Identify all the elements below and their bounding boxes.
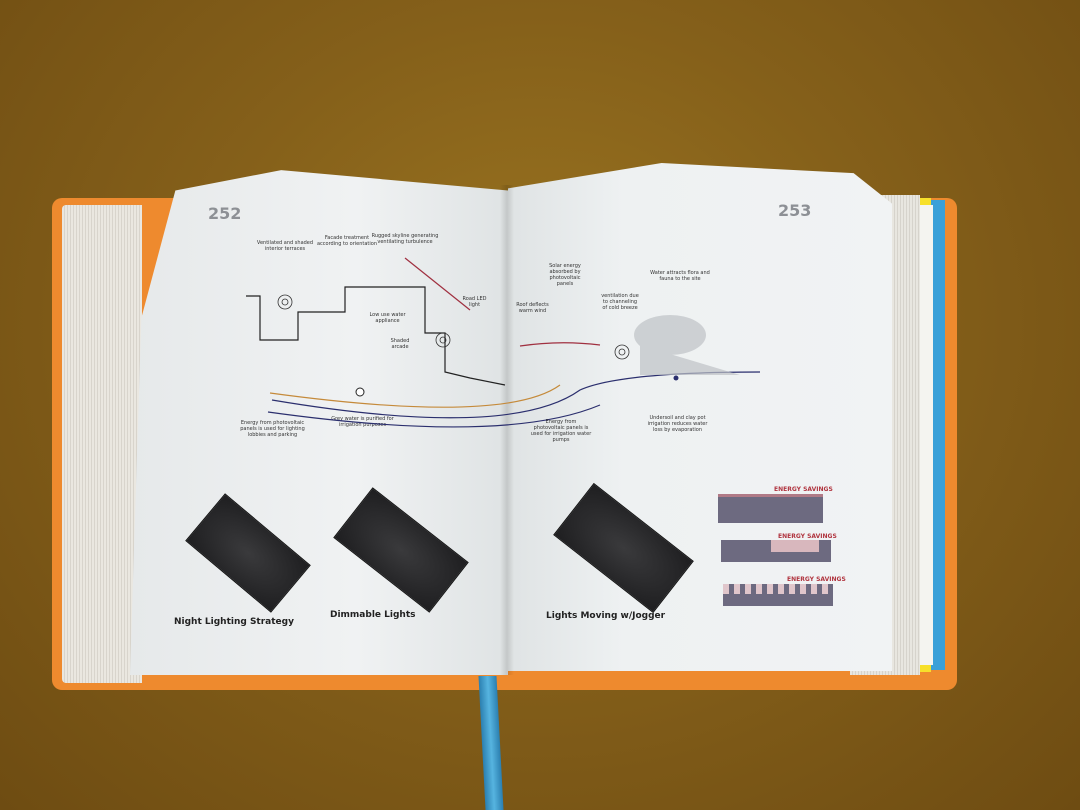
- annotation: Solar energy absorbed by photovoltaic pa…: [549, 263, 581, 287]
- building-outline: [246, 286, 506, 386]
- energy-chart-1: [718, 494, 823, 523]
- annotation: Roof deflects warm wind: [516, 302, 549, 314]
- book-gutter: [500, 185, 514, 675]
- energy-line: [269, 384, 561, 408]
- annotation: Ventilated and shaded interior terraces: [256, 240, 314, 252]
- annotation: Low use water appliance: [369, 312, 406, 324]
- trees: [634, 315, 706, 355]
- annotation: Energy from photovoltaic panels is used …: [530, 419, 592, 443]
- page-number-left: 252: [208, 204, 242, 223]
- annotation: Water attracts flora and fauna to the si…: [650, 270, 710, 282]
- caption: Dimmable Lights: [330, 610, 416, 620]
- annotation: Rugged skyline generating ventilating tu…: [371, 233, 439, 245]
- left-page-stack: [62, 205, 142, 683]
- chart-label: ENERGY SAVINGS: [787, 576, 846, 583]
- annotation: Road LED light: [462, 296, 487, 308]
- wind-swirl-icon: [435, 332, 451, 348]
- annotation: ventilation due to channeling of cold br…: [601, 293, 639, 311]
- annotation: Shaded arcade: [390, 338, 410, 350]
- wind-swirl-icon: [614, 344, 630, 360]
- wind-swirl-icon: [277, 294, 293, 310]
- filter-node: [355, 387, 365, 397]
- chart-label: ENERGY SAVINGS: [778, 533, 837, 540]
- arrow-line: [404, 257, 471, 311]
- caption: Night Lighting Strategy: [174, 617, 294, 627]
- chart-label: ENERGY SAVINGS: [774, 486, 833, 493]
- energy-chart-3: [723, 584, 833, 606]
- water-pipe-lower: [267, 404, 601, 428]
- water-pipe: [271, 371, 761, 419]
- annotation: Grey water is purified for irrigation pu…: [331, 416, 394, 428]
- page-number-right: 253: [778, 201, 812, 220]
- pipe-node: [673, 375, 679, 381]
- caption: Lights Moving w/Jogger: [546, 611, 666, 621]
- annotation: Undersoil and clay pot irrigation reduce…: [647, 415, 708, 433]
- annotation: Energy from photovoltaic panels is used …: [240, 420, 305, 438]
- energy-chart-2: [721, 540, 831, 562]
- annotation: Facade treatment according to orientatio…: [316, 235, 378, 247]
